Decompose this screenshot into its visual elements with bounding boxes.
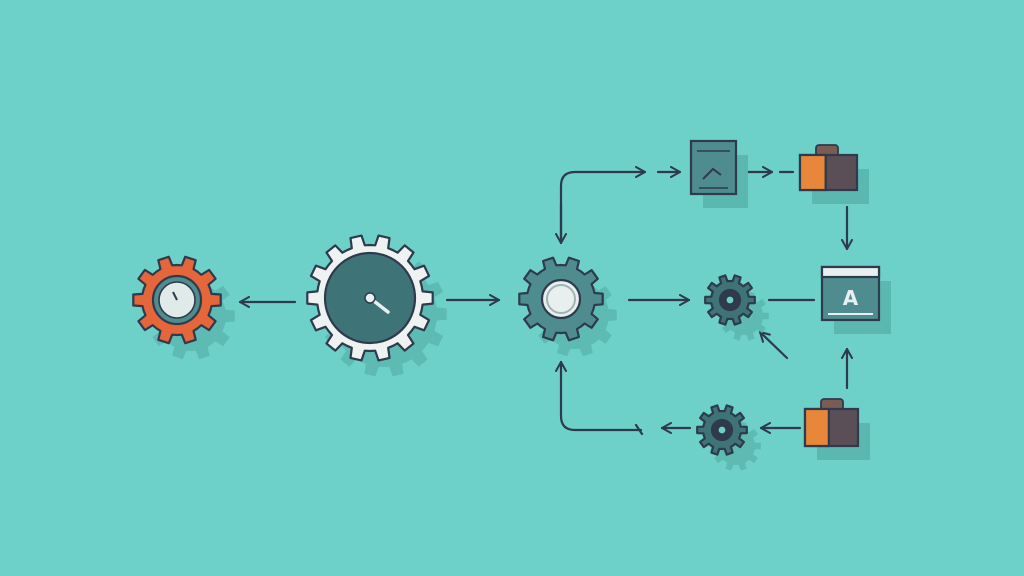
small-gear-middle-icon (704, 274, 769, 341)
window-a-icon: A (820, 265, 891, 334)
orange-gear-icon (132, 255, 235, 360)
central-hub-gear-icon (518, 256, 617, 357)
folder-top-icon (798, 144, 869, 204)
window-glyph: A (843, 286, 859, 310)
document-icon (689, 139, 748, 208)
arrow-branch-top (559, 166, 647, 244)
large-dial-gear-icon (306, 234, 447, 377)
arrow-branch-bottom (555, 360, 643, 432)
small-gear-bottom-icon (696, 404, 761, 471)
folder-bottom-icon (803, 398, 870, 460)
connector-lines (238, 166, 853, 436)
dash-branch-bottom (634, 423, 644, 436)
arrow-diagonal-pointer (758, 330, 789, 360)
diagram-nodes: A (132, 139, 891, 471)
